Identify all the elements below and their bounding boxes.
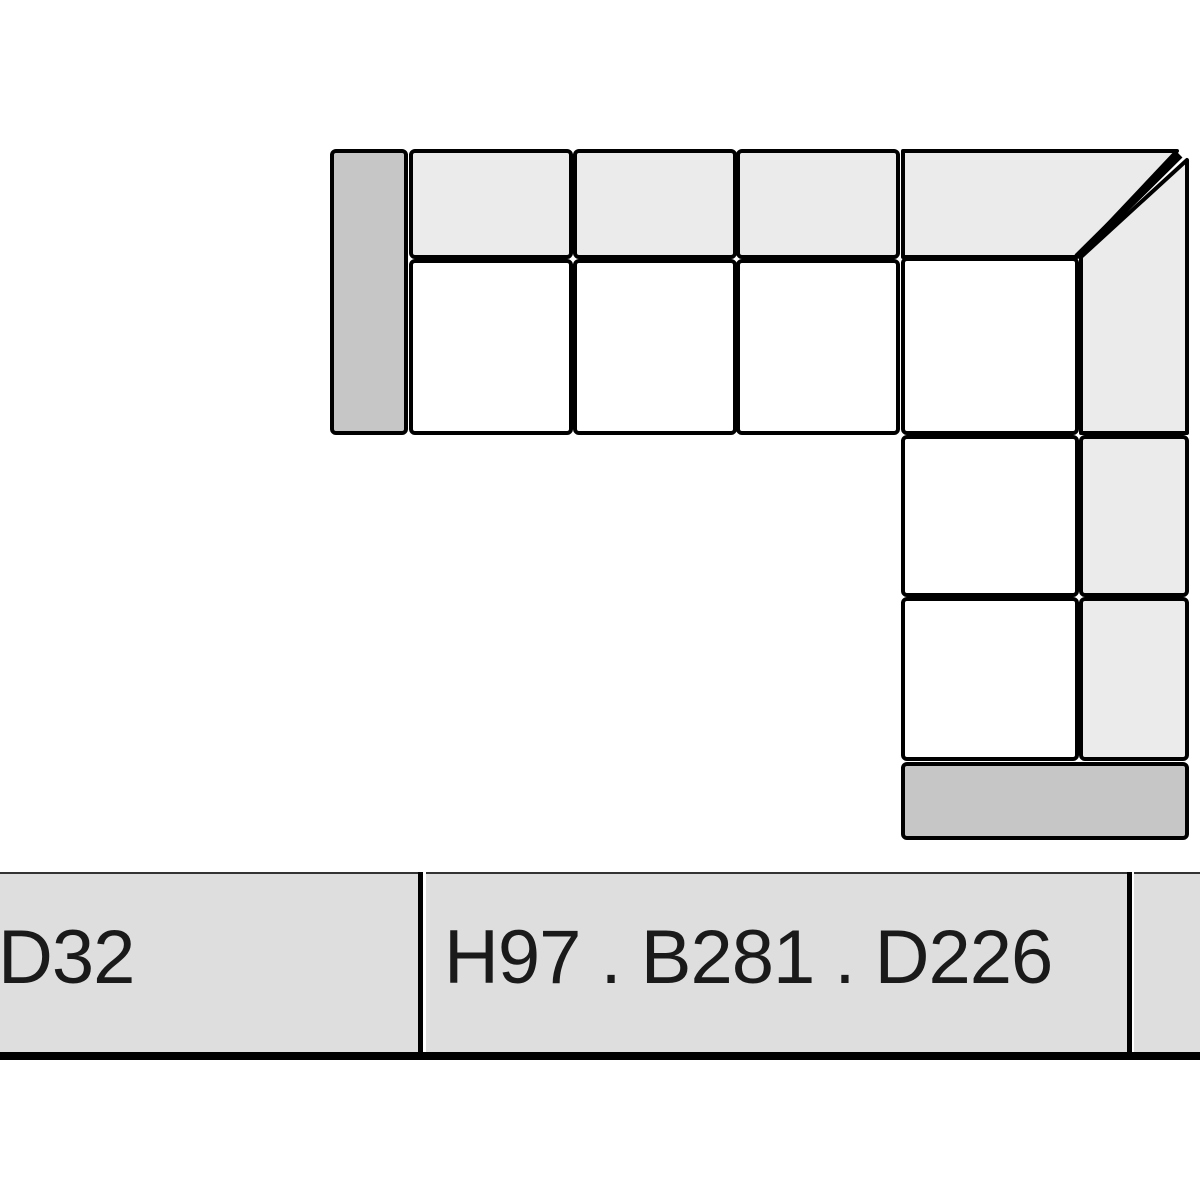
- corner-seat: [901, 257, 1079, 435]
- table-bottom-border: [0, 1052, 1200, 1060]
- seat-1: [409, 259, 573, 435]
- dimension-cell-right: [1134, 872, 1200, 1054]
- seat-2: [573, 259, 737, 435]
- sofa-layout-diagram: [330, 149, 1189, 840]
- dimension-cell-left: D32: [0, 872, 420, 1054]
- dimension-text-middle: H97 . B281 . D226: [444, 915, 1053, 1000]
- corner-side-backrest: [1079, 158, 1189, 435]
- dimension-text-left: D32: [0, 915, 135, 1000]
- backrest-3: [736, 149, 900, 259]
- cell-divider: [418, 872, 423, 1054]
- backrest-2: [573, 149, 737, 259]
- seat-4: [901, 435, 1079, 597]
- seat-5: [901, 597, 1079, 761]
- dimension-cell-middle: H97 . B281 . D226: [426, 872, 1128, 1054]
- bottom-armrest: [901, 762, 1189, 840]
- seat-3: [736, 259, 900, 435]
- corner-backrest: [901, 149, 1179, 259]
- side-backrest-5: [1079, 597, 1189, 761]
- cell-divider: [1127, 872, 1132, 1054]
- left-armrest: [330, 149, 408, 435]
- side-backrest-4: [1079, 435, 1189, 597]
- backrest-1: [409, 149, 573, 259]
